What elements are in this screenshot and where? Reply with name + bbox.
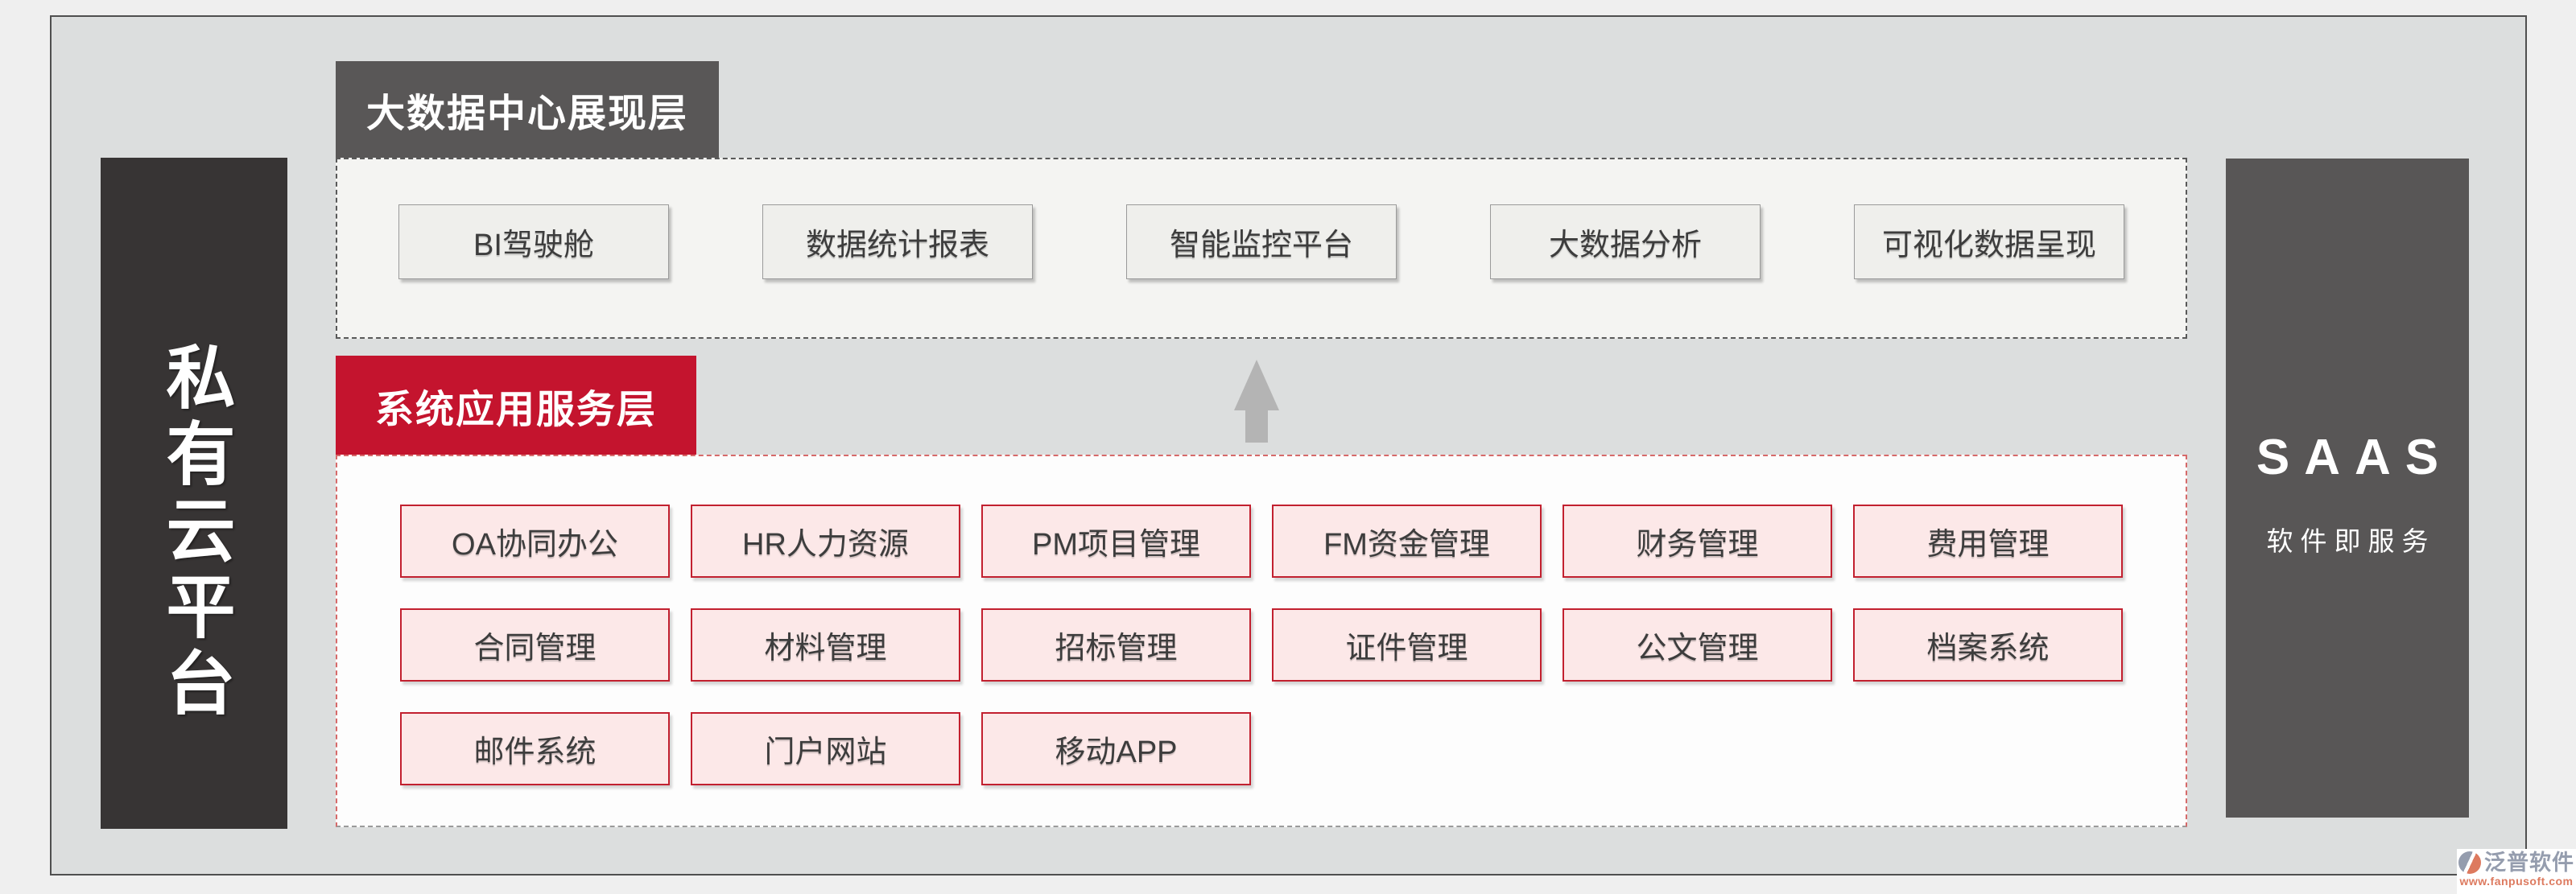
layer2-box-material: 材料管理 bbox=[691, 608, 960, 682]
brand-url: www.fanpusoft.com bbox=[2459, 875, 2574, 888]
saas-title: SAAS bbox=[2256, 430, 2454, 485]
brand-logo-icon bbox=[2458, 851, 2481, 874]
brand-name: 泛普软件 bbox=[2484, 850, 2574, 875]
layer2-box-certificate: 证件管理 bbox=[1272, 608, 1542, 682]
layer2-header: 系统应用服务层 bbox=[336, 356, 696, 455]
layer2-box-document: 公文管理 bbox=[1563, 608, 1832, 682]
layer2-box-mobile-app: 移动APP bbox=[981, 712, 1251, 785]
layer2-box-fm: FM资金管理 bbox=[1272, 505, 1542, 578]
up-arrow-stem bbox=[1245, 410, 1268, 443]
layer2-box-hr: HR人力资源 bbox=[691, 505, 960, 578]
layer2-box-expense: 费用管理 bbox=[1853, 505, 2123, 578]
layer2-box-finance: 财务管理 bbox=[1563, 505, 1832, 578]
layer1-box-statistics-report: 数据统计报表 bbox=[762, 204, 1033, 279]
up-arrow-icon bbox=[1234, 360, 1279, 443]
saas-subtitle: 软件即服务 bbox=[2266, 526, 2436, 556]
layer2-box-contract: 合同管理 bbox=[400, 608, 670, 682]
saas-pillar: SAAS 软件即服务 bbox=[2226, 159, 2469, 818]
private-cloud-pillar: 私有云平台 bbox=[101, 158, 287, 829]
layer2-box-oa: OA协同办公 bbox=[400, 505, 670, 578]
layer1-header: 大数据中心展现层 bbox=[336, 61, 719, 158]
layer1-box-bi-dashboard: BI驾驶舱 bbox=[398, 204, 669, 279]
layer1-box-bigdata-analysis: 大数据分析 bbox=[1490, 204, 1761, 279]
layer2-box-archive: 档案系统 bbox=[1853, 608, 2123, 682]
layer1-box-data-visualization: 可视化数据呈现 bbox=[1854, 204, 2124, 279]
layer2-body: OA协同办公 HR人力资源 PM项目管理 FM资金管理 财务管理 费用管理 合同… bbox=[336, 455, 2187, 827]
layer1-box-smart-monitoring: 智能监控平台 bbox=[1126, 204, 1397, 279]
layer1-body: BI驾驶舱 数据统计报表 智能监控平台 大数据分析 可视化数据呈现 bbox=[336, 158, 2187, 339]
layer2-box-mail: 邮件系统 bbox=[400, 712, 670, 785]
up-arrow-head bbox=[1234, 360, 1279, 410]
watermark: 泛普软件 www.fanpusoft.com bbox=[2457, 849, 2576, 894]
layer2-box-portal: 门户网站 bbox=[691, 712, 960, 785]
layer2-box-bidding: 招标管理 bbox=[981, 608, 1251, 682]
layer2-box-pm: PM项目管理 bbox=[981, 505, 1251, 578]
private-cloud-label: 私有云平台 bbox=[155, 341, 233, 723]
